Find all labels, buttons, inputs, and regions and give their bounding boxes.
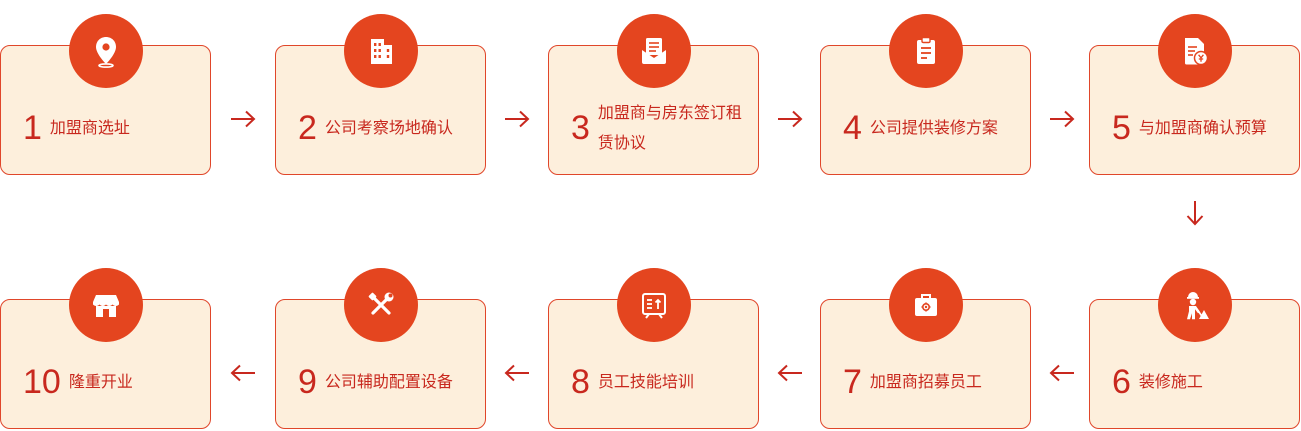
step-8: 8 员工技能培训 [548,268,759,429]
step-6: 6 装修施工 [1089,268,1300,429]
step-label: 加盟商选址 [49,118,130,137]
step-label: 公司考察场地确认 [324,118,453,137]
step-label: 与加盟商确认预算 [1138,118,1267,137]
step-3: 3 加盟商与房东签订租赁协议 [548,14,759,175]
step-number: 10 [23,363,61,401]
training-screen-icon [616,268,691,342]
arrow-down-icon [1186,200,1204,226]
tools-icon [343,268,418,342]
step-number: 6 [1112,363,1131,401]
building-icon [343,14,418,88]
arrow-right-icon [1049,110,1075,128]
step-5: 5 与加盟商确认预算 [1089,14,1300,175]
step-2: 2 公司考察场地确认 [275,14,486,175]
arrow-left-icon [1049,364,1075,382]
step-label: 员工技能培训 [597,372,694,391]
step-9: 9 公司辅助配置设备 [275,268,486,429]
step-number: 7 [843,363,862,401]
step-number: 2 [298,109,317,147]
envelope-document-icon [616,14,691,88]
step-label: 隆重开业 [68,372,133,391]
location-pin-icon [68,14,143,88]
step-10: 10 隆重开业 [0,268,211,429]
budget-document-yen-icon [1157,14,1232,88]
arrow-right-icon [230,110,256,128]
step-label: 加盟商与房东签订租赁协议 [597,103,742,152]
step-4: 4 公司提供装修方案 [820,14,1031,175]
arrow-left-icon [777,364,803,382]
step-label: 公司辅助配置设备 [324,372,453,391]
arrow-right-icon [777,110,803,128]
clipboard-icon [888,14,963,88]
step-label: 公司提供装修方案 [869,118,998,137]
arrow-right-icon [504,110,530,128]
step-number: 3 [571,109,590,147]
step-label: 加盟商招募员工 [869,372,982,391]
step-number: 4 [843,109,862,147]
step-number: 8 [571,363,590,401]
step-number: 9 [298,363,317,401]
construction-worker-icon [1157,268,1232,342]
arrow-left-icon [504,364,530,382]
briefcase-icon [888,268,963,342]
step-label: 装修施工 [1138,372,1203,391]
step-7: 7 加盟商招募员工 [820,268,1031,429]
step-number: 5 [1112,109,1131,147]
storefront-icon [68,268,143,342]
arrow-left-icon [230,364,256,382]
step-1: 1 加盟商选址 [0,14,211,175]
step-number: 1 [23,109,42,147]
